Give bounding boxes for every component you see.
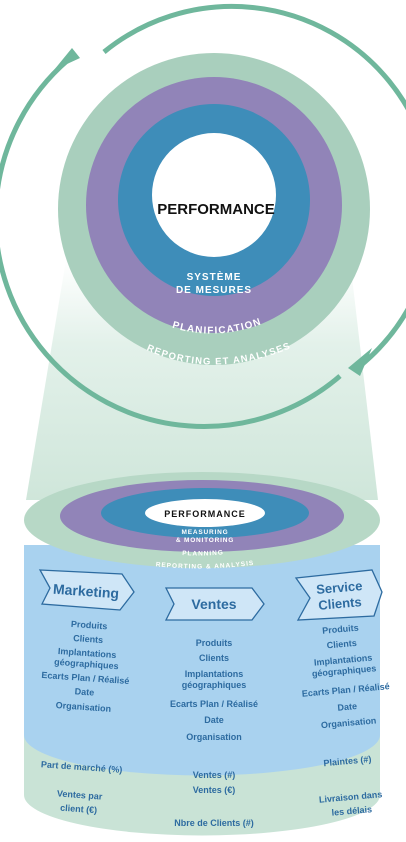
marketing-item: Produits bbox=[71, 619, 108, 632]
arrow-head-top-icon bbox=[54, 48, 80, 70]
marketing-item: Date bbox=[74, 686, 94, 697]
ventes-item: Date bbox=[204, 715, 224, 725]
systeme-label-1: SYSTÈME bbox=[187, 270, 242, 283]
marketing-title: Marketing bbox=[53, 581, 120, 602]
ventes-item: Clients bbox=[199, 653, 229, 663]
column-ventes-header: Ventes bbox=[164, 587, 265, 621]
marketing-kpi: Ventes par bbox=[57, 788, 104, 801]
cyl-center-label: PERFORMANCE bbox=[164, 509, 246, 519]
ventes-arrow-box bbox=[164, 587, 265, 621]
cycle-arc-right bbox=[102, 3, 406, 368]
systeme-label-2: DE MESURES bbox=[176, 285, 252, 296]
cylinder: PERFORMANCE MEASURING & MONITORING PLANN… bbox=[24, 472, 380, 836]
service-title-2: Clients bbox=[318, 594, 362, 613]
top-circle-diagram: PERFORMANCE SYSTÈME DE MESURES PLANIFICA… bbox=[58, 53, 370, 368]
ventes-item: Organisation bbox=[186, 732, 242, 742]
marketing-item: Clients bbox=[73, 633, 104, 645]
column-ventes-items: Produits Clients Implantations géographi… bbox=[170, 638, 258, 742]
cyl-reporting-label-path: REPORTING & ANALYSIS bbox=[155, 560, 254, 571]
marketing-item: Implantations bbox=[58, 646, 117, 660]
column-service-header: Service Clients bbox=[294, 569, 383, 621]
cyl-reporting-label: REPORTING & ANALYSIS bbox=[155, 560, 253, 571]
ventes-item: Produits bbox=[196, 638, 233, 648]
marketing-arrow-box bbox=[38, 569, 135, 611]
cyl-center bbox=[145, 499, 265, 527]
cyl-measuring-1: MEASURING bbox=[182, 529, 229, 536]
center-label: PERFORMANCE bbox=[157, 201, 275, 218]
ventes-kpi: Ventes (€) bbox=[193, 785, 236, 795]
ventes-title: Ventes bbox=[191, 596, 236, 612]
marketing-item: Organisation bbox=[55, 700, 111, 714]
center-circle bbox=[152, 133, 276, 257]
cycle-arc-left bbox=[0, 58, 342, 429]
cyl-measuring-2: & MONITORING bbox=[176, 537, 234, 544]
service-item: Date bbox=[337, 701, 357, 713]
cycle-arrows bbox=[0, 3, 406, 429]
service-item: Organisation bbox=[321, 715, 377, 730]
service-item: Clients bbox=[326, 638, 357, 651]
ventes-item: géographiques bbox=[182, 680, 247, 690]
marketing-item: géographiques bbox=[54, 657, 119, 671]
ventes-kpi: Ventes (#) bbox=[193, 770, 236, 780]
ventes-item: Implantations bbox=[185, 669, 244, 679]
ventes-item: Ecarts Plan / Réalisé bbox=[170, 699, 258, 709]
service-kpi: Plaintes (#) bbox=[323, 754, 372, 768]
arrow-head-bottom-icon bbox=[348, 348, 372, 376]
column-ventes-kpis: Ventes (#) Ventes (€) Nbre de Clients (#… bbox=[174, 770, 254, 828]
marketing-kpi: client (€) bbox=[60, 803, 98, 816]
service-kpi: les délais bbox=[331, 804, 372, 817]
service-item: Produits bbox=[322, 623, 359, 636]
service-title-1: Service bbox=[316, 578, 363, 597]
column-marketing-header: Marketing bbox=[38, 569, 135, 611]
ventes-kpi: Nbre de Clients (#) bbox=[174, 818, 254, 828]
service-arrow-box bbox=[294, 569, 383, 621]
cyl-planning-label: PLANNING bbox=[182, 549, 223, 557]
cyl-planning-label-path: PLANNING bbox=[182, 549, 224, 557]
